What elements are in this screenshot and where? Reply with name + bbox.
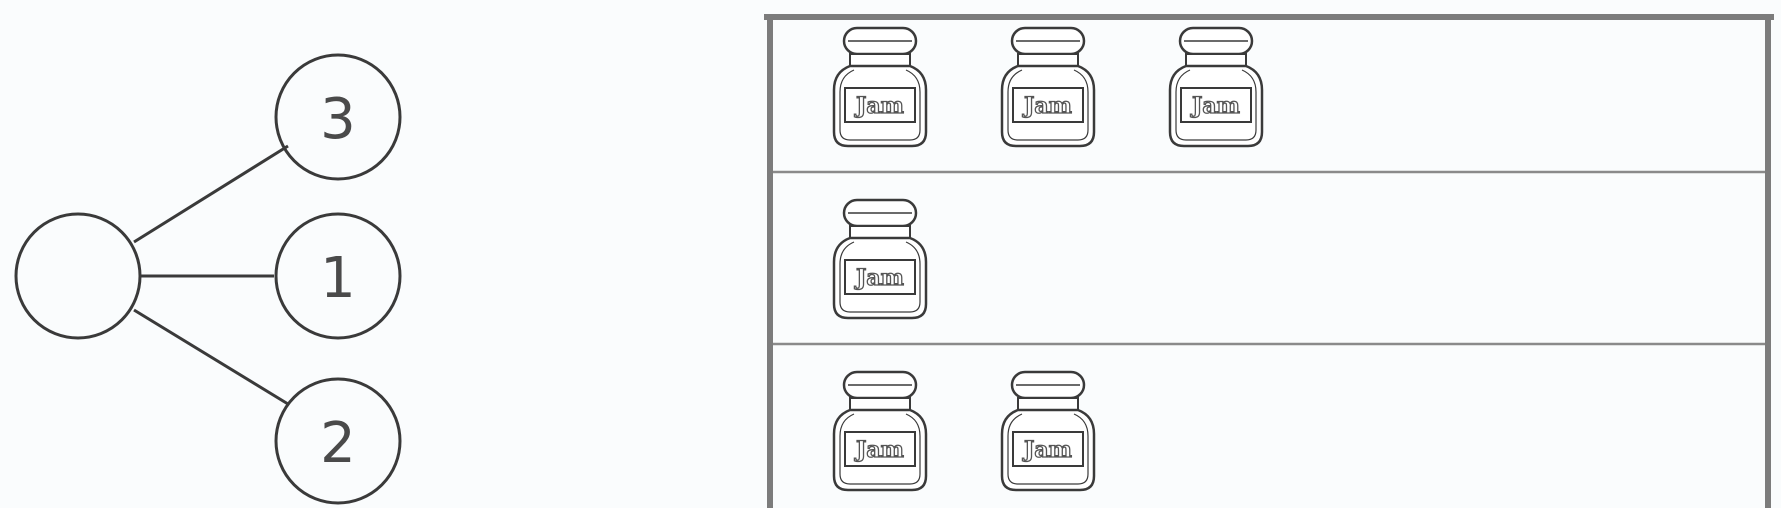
jar-body-inner bbox=[1007, 413, 1089, 485]
jar-label bbox=[844, 259, 916, 295]
jar-label-text: Jam bbox=[854, 93, 904, 119]
part-circle-middle bbox=[274, 212, 402, 340]
jar-neck bbox=[849, 397, 911, 411]
table-row-3: Jam Jam bbox=[832, 370, 1096, 492]
part-circle-top bbox=[274, 53, 402, 181]
jar-label bbox=[1012, 431, 1084, 467]
whole-circle bbox=[14, 212, 142, 340]
jar-label bbox=[844, 431, 916, 467]
part-circle-bottom bbox=[274, 377, 402, 505]
jam-jar: Jam bbox=[832, 370, 928, 492]
jar-body-inner bbox=[839, 413, 921, 485]
jar-label-text: Jam bbox=[854, 437, 904, 463]
jar-label-text: Jam bbox=[1022, 437, 1072, 463]
jar-label-text: Jam bbox=[854, 265, 904, 291]
jam-jar: Jam bbox=[1168, 26, 1264, 148]
jam-jar: Jam bbox=[832, 198, 928, 320]
jam-jar: Jam bbox=[1000, 26, 1096, 148]
table-row-2: Jam bbox=[832, 198, 928, 320]
jar-label-text: Jam bbox=[1022, 93, 1072, 119]
jar-label-text: Jam bbox=[1190, 93, 1240, 119]
bond-line-top bbox=[133, 144, 289, 244]
jar-body-inner bbox=[1175, 69, 1257, 141]
jar-body-inner bbox=[1007, 69, 1089, 141]
jar-label bbox=[1180, 87, 1252, 123]
jam-jar: Jam bbox=[1000, 370, 1096, 492]
jar-neck bbox=[1017, 53, 1079, 67]
jar-label bbox=[1012, 87, 1084, 123]
jar-body-inner bbox=[839, 241, 921, 313]
jar-body-inner bbox=[839, 69, 921, 141]
number-bond: 3 1 2 bbox=[14, 53, 402, 505]
jar-neck bbox=[849, 53, 911, 67]
part-value-bottom: 2 bbox=[320, 411, 356, 476]
jar-neck bbox=[1185, 53, 1247, 67]
bond-line-bottom bbox=[133, 308, 289, 406]
jar-neck bbox=[849, 225, 911, 239]
jar-label bbox=[844, 87, 916, 123]
jam-jar: Jam bbox=[832, 26, 928, 148]
table-row-1: Jam Jam Jam bbox=[832, 26, 1264, 148]
jar-neck bbox=[1017, 397, 1079, 411]
part-value-top: 3 bbox=[320, 87, 356, 152]
part-value-middle: 1 bbox=[320, 246, 356, 311]
